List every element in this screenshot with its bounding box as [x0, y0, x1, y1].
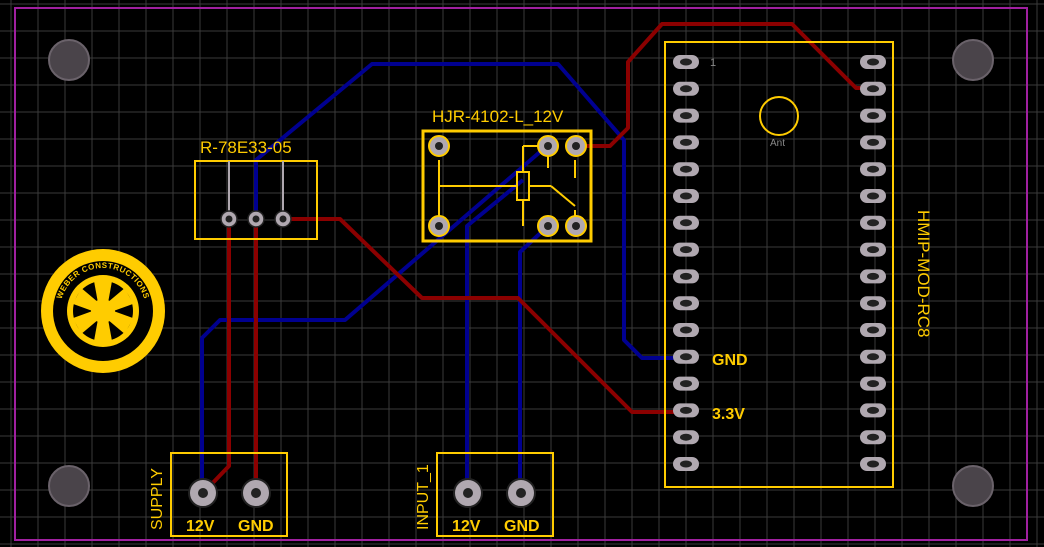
relay-pad-hole — [572, 142, 580, 150]
regulator-pad-hole — [279, 215, 287, 223]
module-pad-hole — [867, 246, 879, 254]
supply-pin1-label: 12V — [186, 518, 215, 535]
module-pad-hole — [867, 192, 879, 200]
mounting-holes — [48, 39, 994, 507]
input-connector-outline — [436, 452, 554, 537]
logo-spoke — [72, 310, 99, 334]
input-pin1-label: 12V — [452, 518, 481, 535]
antenna-label: Ant — [770, 138, 785, 149]
module-pad-hole — [680, 353, 692, 361]
module-pad-hole — [680, 219, 692, 227]
module-pad-hole — [680, 246, 692, 254]
module-pad-hole — [680, 380, 692, 388]
module-pin1-label: 1 — [710, 57, 716, 69]
module-label: HMIP-MOD-RC8 — [914, 210, 933, 338]
module-pad-hole — [867, 460, 879, 468]
module-pad-hole — [867, 138, 879, 146]
input-label: INPUT_1 — [415, 464, 432, 530]
module-pad-hole — [680, 299, 692, 307]
mounting-hole — [48, 39, 90, 81]
module-pad-hole — [867, 165, 879, 173]
module-pad-hole — [680, 138, 692, 146]
relay-outline — [421, 129, 593, 243]
net-label-3v3: 3.3V — [712, 406, 745, 423]
net-label-gnd: GND — [712, 352, 748, 369]
board-outline — [14, 7, 1028, 541]
relay-pad-hole — [544, 142, 552, 150]
supply-connector: 12V GND SUPPLY — [149, 452, 288, 537]
trace-blue-gnd — [200, 143, 550, 492]
supply-connector-outline — [170, 452, 288, 537]
input-connector: 12V GND INPUT_1 — [415, 452, 554, 537]
module-pad-hole — [680, 460, 692, 468]
regulator-r78e33: R-78E33-05 — [194, 138, 318, 240]
logo-cog-spokes — [72, 281, 134, 341]
module-pad-hole — [867, 380, 879, 388]
module-pad-hole — [680, 165, 692, 173]
module-pad-hole — [867, 353, 879, 361]
relay-pads — [428, 135, 587, 237]
trace-blue-input-12v — [465, 178, 525, 492]
module-pad-hole — [680, 192, 692, 200]
module-pad-hole — [680, 85, 692, 93]
logo-spoke — [107, 310, 134, 334]
regulator-pad-hole — [252, 215, 260, 223]
module-pad-hole — [680, 406, 692, 414]
weber-logo: WEBER CONSTRUCTIONS — [41, 249, 165, 373]
logo-spoke — [72, 288, 99, 312]
regulator-label: R-78E33-05 — [200, 138, 292, 157]
module-pad-hole — [867, 326, 879, 334]
module-pad-hole — [680, 272, 692, 280]
module-outline — [664, 41, 894, 488]
module-pads — [673, 55, 886, 471]
module-pad-hole — [680, 433, 692, 441]
trace-red-3v3 — [283, 217, 686, 414]
mounting-hole — [952, 39, 994, 81]
supply-pad-hole — [251, 488, 261, 498]
relay-pad-hole — [572, 222, 580, 230]
logo-spoke — [94, 319, 112, 341]
input-pin2-label: GND — [504, 518, 540, 535]
trace-red-relay-module — [576, 22, 873, 148]
relay-pad-hole — [544, 222, 552, 230]
module-pad-hole — [867, 272, 879, 280]
module-hmip-mod-rc8: Ant 1 HMIP-MOD-RC8 GND 3.3V — [664, 41, 933, 488]
module-pad-hole — [867, 299, 879, 307]
mounting-hole — [48, 465, 90, 507]
module-pad-hole — [867, 85, 879, 93]
relay-schematic-symbol — [438, 145, 576, 226]
logo-spoke — [107, 288, 134, 312]
module-pad-hole — [680, 58, 692, 66]
relay-pad-hole — [435, 142, 443, 150]
relay-label: HJR-4102-L_12V — [432, 107, 564, 126]
logo-center-hub — [91, 299, 115, 323]
supply-pad-hole — [198, 488, 208, 498]
antenna-marker — [759, 96, 799, 136]
module-pad-hole — [867, 406, 879, 414]
relay-hjr4102: HJR-4102-L_12V — [421, 107, 593, 243]
relay-pad-hole — [435, 222, 443, 230]
regulator-outline — [194, 160, 318, 240]
input-pad-hole — [516, 488, 526, 498]
module-pad-hole — [867, 433, 879, 441]
module-pad-hole — [680, 326, 692, 334]
input-pad-hole — [463, 488, 473, 498]
mounting-hole — [952, 465, 994, 507]
trace-blue-input-gnd — [518, 224, 550, 492]
module-pad-hole — [867, 219, 879, 227]
regulator-pad-hole — [225, 215, 233, 223]
bottom-copper-traces — [200, 62, 686, 492]
supply-label: SUPPLY — [149, 468, 166, 530]
trace-blue-reg-relay — [254, 62, 686, 360]
module-pad-hole — [867, 58, 879, 66]
module-pad-hole — [867, 112, 879, 120]
module-pad-hole — [680, 112, 692, 120]
supply-pin2-label: GND — [238, 518, 274, 535]
logo-spoke — [94, 281, 112, 303]
